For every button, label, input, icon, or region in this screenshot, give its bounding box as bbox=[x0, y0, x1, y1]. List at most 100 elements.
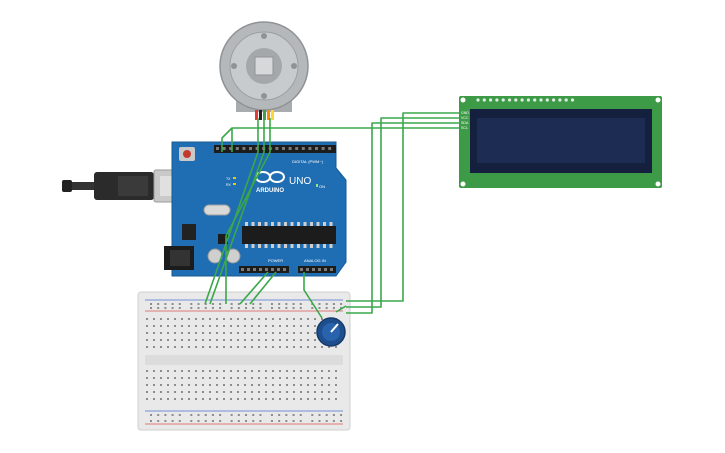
digital-pin[interactable] bbox=[216, 147, 219, 150]
power-pin[interactable] bbox=[247, 268, 250, 271]
breadboard-hole bbox=[286, 346, 288, 348]
breadboard-hole bbox=[223, 339, 225, 341]
breadboard-hole bbox=[216, 325, 218, 327]
chip-pin-top bbox=[329, 222, 333, 226]
breadboard-hole bbox=[174, 370, 176, 372]
breadboard-hole bbox=[251, 377, 253, 379]
breadboard-hole bbox=[195, 391, 197, 393]
digital-pin[interactable] bbox=[229, 147, 233, 150]
wire-power-5v[interactable] bbox=[239, 271, 269, 305]
digital-pin[interactable] bbox=[255, 147, 259, 150]
breadboard-hole bbox=[181, 398, 183, 400]
breadboard-hole bbox=[209, 384, 211, 386]
wire-analog-a0[interactable] bbox=[303, 272, 323, 319]
wire-lcd-scl-2[interactable] bbox=[221, 127, 233, 152]
breadboard-hole bbox=[314, 332, 316, 334]
crystal-oscillator bbox=[203, 204, 231, 216]
lcd-header-pin bbox=[526, 98, 531, 102]
wire-motor-3[interactable] bbox=[225, 118, 271, 304]
breadboard-hole bbox=[223, 332, 225, 334]
breadboard-hole bbox=[279, 391, 281, 393]
breadboard-hole bbox=[300, 339, 302, 341]
motor-shaft bbox=[254, 56, 274, 76]
lcd-pin-label: GND bbox=[461, 111, 469, 115]
potentiometer-knob-icon[interactable] bbox=[316, 317, 346, 347]
power-pin[interactable] bbox=[259, 268, 262, 271]
arduino-uno-board[interactable]: ARDUINO UNO DIGITAL (PWM~) ON TX RX POWE… bbox=[164, 141, 347, 277]
digital-pin[interactable] bbox=[242, 147, 246, 150]
rx-led bbox=[233, 183, 236, 185]
breadboard-hole bbox=[153, 346, 155, 348]
breadboard-hole bbox=[223, 318, 225, 320]
breadboard-hole bbox=[211, 420, 214, 422]
power-pin[interactable] bbox=[277, 268, 280, 271]
analog-pin[interactable] bbox=[306, 268, 309, 271]
breadboard-hole bbox=[160, 384, 162, 386]
digital-pin[interactable] bbox=[295, 147, 299, 150]
wire-motor-2[interactable] bbox=[209, 118, 265, 305]
digital-pin[interactable] bbox=[301, 147, 305, 150]
digital-pin[interactable] bbox=[328, 147, 332, 150]
breadboard-hole bbox=[279, 332, 281, 334]
chip-pin-bottom bbox=[303, 244, 307, 248]
wire-pot-rail[interactable] bbox=[335, 305, 347, 313]
digital-pin[interactable] bbox=[235, 147, 239, 150]
digital-pin[interactable] bbox=[282, 147, 285, 150]
breadboard-hole bbox=[202, 377, 204, 379]
breadboard-hole bbox=[245, 414, 248, 416]
power-pin[interactable] bbox=[271, 268, 274, 271]
breadboard-hole bbox=[188, 346, 190, 348]
potentiometer-indicator bbox=[330, 323, 339, 333]
power-pin[interactable] bbox=[283, 268, 286, 271]
digital-pin[interactable] bbox=[315, 147, 318, 150]
breadboard-hole bbox=[244, 339, 246, 341]
digital-pin[interactable] bbox=[222, 147, 226, 150]
chip-pin-top bbox=[271, 222, 274, 226]
servo-motor-icon[interactable] bbox=[219, 21, 309, 120]
analog-pin[interactable] bbox=[318, 268, 321, 271]
chip-pin-bottom bbox=[323, 244, 326, 248]
chip-pin-top bbox=[323, 222, 326, 226]
breadboard-hole bbox=[245, 420, 248, 422]
wire-lcd-sda[interactable] bbox=[346, 122, 459, 314]
analog-pin[interactable] bbox=[312, 268, 315, 271]
breadboard-hole bbox=[321, 384, 323, 386]
breadboard-hole bbox=[293, 325, 295, 327]
digital-pin[interactable] bbox=[275, 147, 279, 150]
breadboard-hole bbox=[153, 325, 155, 327]
breadboard[interactable] bbox=[137, 291, 351, 431]
lcd-pin-label: SCL bbox=[461, 126, 468, 130]
breadboard-hole bbox=[325, 303, 328, 305]
breadboard-hole bbox=[314, 398, 316, 400]
digital-pin[interactable] bbox=[288, 147, 292, 150]
breadboard-hole bbox=[293, 346, 295, 348]
breadboard-hole bbox=[328, 346, 330, 348]
digital-pin[interactable] bbox=[321, 147, 325, 150]
wire-motor-1[interactable] bbox=[204, 118, 259, 305]
power-pin[interactable] bbox=[265, 268, 268, 271]
breadboard-hole bbox=[314, 339, 316, 341]
analog-pin[interactable] bbox=[324, 268, 327, 271]
breadboard-hole bbox=[223, 377, 225, 379]
power-pin[interactable] bbox=[241, 268, 244, 271]
breadboard-hole bbox=[321, 377, 323, 379]
power-pin[interactable] bbox=[253, 268, 256, 271]
breadboard-hole bbox=[244, 384, 246, 386]
chip-pin-top bbox=[277, 222, 281, 226]
digital-pin[interactable] bbox=[308, 147, 312, 150]
chip-pin-bottom bbox=[290, 244, 294, 248]
digital-pin[interactable] bbox=[249, 147, 252, 150]
analog-pin[interactable] bbox=[330, 268, 333, 271]
breadboard-hole bbox=[146, 346, 148, 348]
breadboard-hole bbox=[195, 370, 197, 372]
wire-lcd-gnd[interactable] bbox=[346, 112, 459, 302]
breadboard-hole bbox=[272, 325, 274, 327]
wire-power-gnd[interactable] bbox=[249, 271, 277, 305]
chip-pin-top bbox=[245, 222, 248, 226]
breadboard-hole bbox=[146, 332, 148, 334]
breadboard-hole bbox=[202, 370, 204, 372]
wire-lcd-vcc[interactable] bbox=[346, 117, 459, 308]
breadboard-hole bbox=[211, 303, 214, 305]
analog-pin[interactable] bbox=[300, 268, 303, 271]
